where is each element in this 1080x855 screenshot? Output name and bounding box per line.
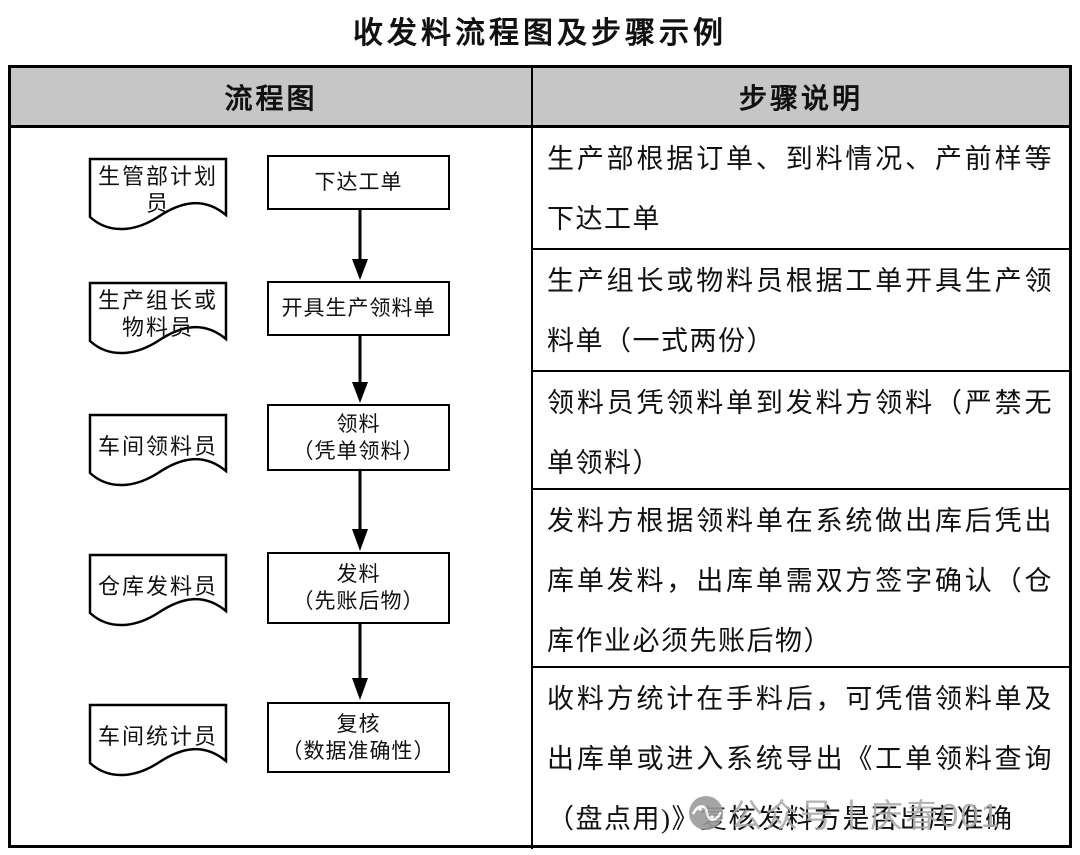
steps-column: 生产部根据订单、到料情况、产前样等下达工单 生产组长或物料员根据工单开具生产领料… <box>533 128 1069 849</box>
role-doc-shape: 车间领料员 <box>88 413 228 495</box>
role-label: 车间统计员 <box>97 723 218 749</box>
document-symbol-icon <box>88 281 228 355</box>
role-doc-shape: 车间统计员 <box>88 703 228 785</box>
down-arrow-icon <box>352 336 368 403</box>
role-label: 仓库发料员 <box>97 573 218 599</box>
process-box: 发料 （先账后物） <box>267 552 450 624</box>
down-arrow-icon <box>352 471 368 551</box>
header-step-description: 步骤说明 <box>738 83 863 115</box>
step-description: 收料方统计在手料后，可凭借领料单及出库单或进入系统导出《工单领料查询（盘点用)》… <box>547 684 1053 834</box>
step-description: 发料方根据领料单在系统做出库后凭出库单发料，出库单需双方签字确认（仓库作业必须先… <box>533 490 1069 668</box>
role-label: 生管部计划员 <box>97 164 218 216</box>
process-box-label: 复核 <box>336 711 381 736</box>
watermark-text: 公众号丨庆春001 <box>730 797 1002 834</box>
process-box-sublabel: （先账后物） <box>292 589 425 613</box>
process-box-label: 发料 <box>336 562 381 586</box>
role-label: 生产组长或物料员 <box>97 288 218 340</box>
down-arrow-icon <box>352 210 368 280</box>
table-body: 生管部计划员 生产组长或物料员 车间领料员 仓库发料员 <box>11 128 1069 849</box>
flow-steps-table: 流程图 步骤说明 生管部计划员 生产组长或物料员 车间领料 <box>8 65 1072 849</box>
document-symbol-icon <box>88 553 228 627</box>
process-box: 复核 （数据准确性） <box>267 702 450 773</box>
down-arrow-icon <box>352 624 368 700</box>
watermark: 公众号丨庆春001 <box>688 789 1001 837</box>
process-box-sublabel: （凭单领料） <box>292 438 425 463</box>
process-box-label: 下达工单 <box>314 170 403 194</box>
document-symbol-icon <box>88 413 228 487</box>
flowchart-cell: 生管部计划员 生产组长或物料员 车间领料员 仓库发料员 <box>11 128 533 849</box>
step-description: 生产部根据订单、到料情况、产前样等下达工单 <box>533 128 1069 250</box>
header-flowchart: 流程图 <box>11 68 533 125</box>
document-symbol-icon <box>88 157 228 231</box>
wechat-logo-icon <box>689 796 723 830</box>
table-header-row: 流程图 步骤说明 <box>11 68 1069 128</box>
role-doc-shape: 生产组长或物料员 <box>88 281 228 363</box>
process-box: 下达工单 <box>267 155 450 210</box>
page-title: 收发料流程图及步骤示例 <box>353 17 727 50</box>
role-doc-shape: 生管部计划员 <box>88 157 228 239</box>
process-box-label: 开具生产领料单 <box>281 296 436 320</box>
process-box: 领料 （凭单领料） <box>267 404 450 471</box>
process-box-sublabel: （数据准确性） <box>281 738 436 763</box>
step-description: 领料员凭领料单到发料方领料（严禁无单领料） <box>533 372 1069 490</box>
role-doc-shape: 仓库发料员 <box>88 553 228 635</box>
process-box-label: 领料 <box>336 411 381 436</box>
step-description: 生产组长或物料员根据工单开具生产领料单（一式两份） <box>533 250 1069 372</box>
document-symbol-icon <box>88 703 228 777</box>
role-label: 车间领料员 <box>97 433 218 459</box>
process-box: 开具生产领料单 <box>267 281 450 336</box>
